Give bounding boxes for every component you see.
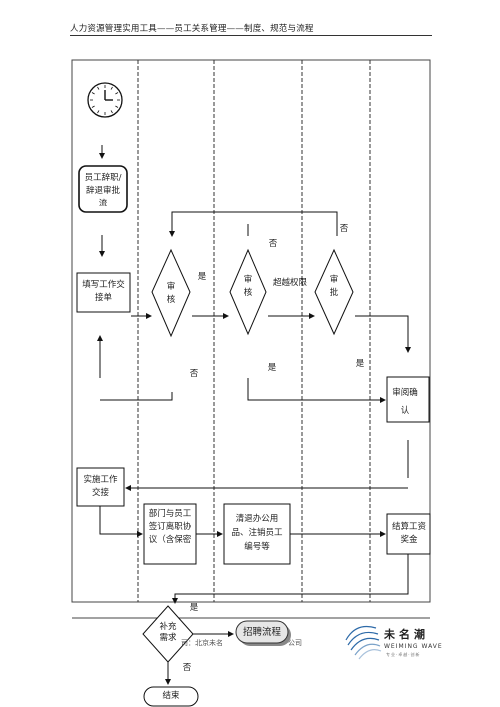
wave-logo-icon [345, 625, 382, 660]
node-handover-form-box [76, 272, 131, 313]
footer-text-left: 司：北京未名 [181, 639, 223, 647]
edge-settle-to-supplement [172, 554, 409, 604]
label-supplement: 补充需求 [159, 622, 177, 643]
edge-label-yes1: 是 [197, 272, 207, 282]
edge-label-no-bottom: 否 [182, 663, 192, 673]
edge-review2-to-confirm [247, 378, 386, 403]
label-return-supplies: 清退办公用品、注销员工编号等 [231, 514, 283, 552]
label-resign: 员工辞职/辞退审批流 [84, 173, 122, 206]
edge-approve-to-confirm [355, 315, 411, 353]
label-handover-form: 填写工作交接单 [82, 280, 125, 303]
label-recruit[interactable]: 招聘流程 [242, 627, 281, 638]
label-review-confirm: 审阅确认 [392, 388, 418, 416]
edge-label-yes-mid: 是 [267, 363, 277, 373]
node-review2-diamond [229, 248, 267, 336]
edge-label-yes-right: 是 [355, 359, 365, 369]
node-review-confirm-box [386, 376, 430, 423]
edge-label-no-mid: 否 [189, 369, 199, 379]
logo-subtitle: WEIMING WAVE [384, 643, 443, 650]
node-review1-diamond [151, 248, 191, 338]
label-approve: 审批 [329, 275, 339, 298]
node-recruit-pill [235, 620, 289, 644]
node-return-supplies-box [223, 503, 291, 565]
edge-label-no-top2: 否 [339, 224, 349, 234]
node-approve-diamond [314, 248, 354, 336]
edge-implement-to-sign [99, 506, 143, 537]
clock-icon [87, 82, 123, 118]
edge-label-yes-bottom: 是 [189, 603, 199, 613]
edge-reject-mid [100, 392, 173, 401]
edge-label-exceed: 超越权限 [272, 278, 307, 288]
node-end-pill [143, 686, 199, 707]
node-resign-box [78, 165, 128, 213]
label-sign-agreement: 部门与员工签订离职协议（含保密 [148, 509, 192, 545]
label-implement: 实施工作交接 [83, 475, 118, 498]
document-header: 人力资源管理实用工具——员工关系管理——制度、规范与流程 [70, 24, 314, 34]
label-review1: 审核 [166, 282, 176, 305]
swimlane-frame [71, 59, 431, 603]
header-rule [70, 35, 432, 36]
logo-tagline: 专业·卓越·创新 [386, 652, 421, 657]
logo-title: 未名潮 [384, 628, 429, 641]
edge-label-no-top1: 否 [268, 239, 278, 249]
label-review2: 审核 [243, 275, 253, 298]
node-sign-agreement-box [143, 503, 197, 565]
footer-text-right: 公司 [288, 639, 302, 647]
label-settle-salary: 结算工资奖金 [392, 522, 427, 545]
edge-reject-loop-top [169, 211, 338, 237]
label-end: 结束 [162, 691, 180, 701]
